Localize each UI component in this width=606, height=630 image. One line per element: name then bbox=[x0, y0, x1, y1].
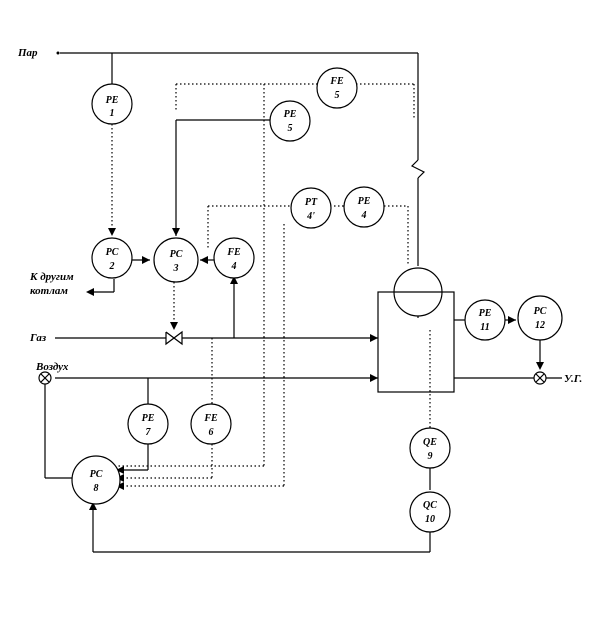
instrument-fe5: FE 5 bbox=[316, 67, 358, 109]
instrument-qc10: QC 10 bbox=[409, 491, 451, 533]
svg-text:FE: FE bbox=[329, 76, 344, 87]
svg-text:PC: PC bbox=[90, 469, 103, 480]
svg-text:10: 10 bbox=[425, 514, 435, 525]
other-boilers-label-1: К другим bbox=[29, 271, 74, 283]
boiler-drum bbox=[393, 267, 443, 317]
svg-text:PE: PE bbox=[106, 95, 119, 106]
svg-text:FE: FE bbox=[226, 247, 241, 258]
svg-text:PE: PE bbox=[142, 413, 155, 424]
svg-text:PC: PC bbox=[170, 249, 183, 260]
svg-text:4: 4 bbox=[361, 210, 367, 221]
svg-text:6: 6 bbox=[209, 427, 214, 438]
svg-text:4': 4' bbox=[306, 211, 315, 222]
gas-valve bbox=[165, 330, 183, 346]
svg-text:2: 2 bbox=[109, 261, 115, 272]
instrument-pt4: PT 4' bbox=[290, 187, 332, 229]
air-label: Воздух bbox=[35, 361, 69, 373]
instrument-pc2: PC 2 bbox=[91, 237, 133, 279]
instrument-pc3: PC 3 bbox=[153, 237, 199, 283]
instrument-pe11: PE 11 bbox=[464, 299, 506, 341]
svg-text:5: 5 bbox=[335, 90, 340, 101]
svg-text:9: 9 bbox=[428, 451, 433, 462]
instrument-pe7: PE 7 bbox=[127, 403, 169, 445]
svg-text:FE: FE bbox=[203, 413, 218, 424]
gas-label: Газ bbox=[29, 332, 47, 344]
steam-inlet-dot bbox=[56, 51, 60, 55]
svg-text:PC: PC bbox=[106, 247, 119, 258]
flue-gas-damper bbox=[533, 371, 547, 385]
instrument-pc12: PC 12 bbox=[517, 295, 563, 341]
steam-label: Пар bbox=[17, 47, 38, 59]
instrument-pc8: PC 8 bbox=[71, 455, 121, 505]
arrowheads bbox=[86, 228, 544, 510]
svg-text:7: 7 bbox=[146, 427, 152, 438]
svg-text:11: 11 bbox=[480, 322, 489, 333]
svg-text:PE: PE bbox=[284, 109, 297, 120]
instrument-qe9: QE 9 bbox=[409, 427, 451, 469]
svg-text:3: 3 bbox=[173, 263, 179, 274]
svg-text:PE: PE bbox=[479, 308, 492, 319]
svg-text:12: 12 bbox=[535, 320, 545, 331]
svg-text:1: 1 bbox=[110, 108, 115, 119]
other-boilers-label-2: котлам bbox=[30, 285, 68, 297]
instrument-fe6: FE 6 bbox=[190, 403, 232, 445]
air-damper bbox=[38, 371, 52, 385]
svg-text:PT: PT bbox=[305, 197, 318, 208]
instrument-pe1: PE 1 bbox=[91, 83, 133, 125]
svg-text:5: 5 bbox=[288, 123, 293, 134]
svg-text:PE: PE bbox=[358, 196, 371, 207]
svg-text:8: 8 bbox=[94, 483, 99, 494]
svg-text:QE: QE bbox=[423, 437, 437, 448]
svg-text:PC: PC bbox=[534, 306, 547, 317]
flue-gas-label: У.Г. bbox=[564, 373, 582, 385]
instrument-pe5: PE 5 bbox=[269, 100, 311, 142]
instrument-fe4: FE 4 bbox=[213, 237, 255, 279]
svg-text:QC: QC bbox=[423, 500, 437, 511]
svg-text:4: 4 bbox=[231, 261, 237, 272]
line-labels: Пар Газ Воздух К другим котлам У.Г. bbox=[17, 47, 582, 385]
instrument-pe4: PE 4 bbox=[343, 186, 385, 228]
